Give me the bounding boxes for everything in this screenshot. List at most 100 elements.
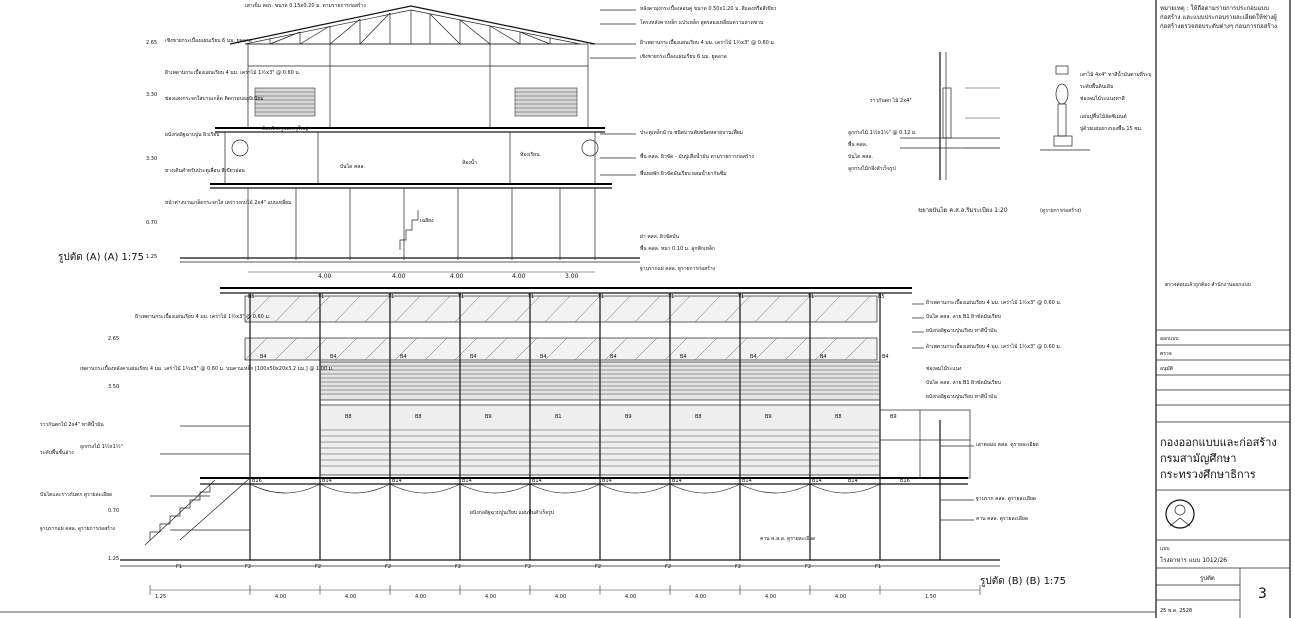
- elev-right-note-7: ผนังก่ออิฐฉาบปูนเรียบ ทาสีน้ำมัน: [926, 391, 997, 400]
- piers: [247, 188, 596, 260]
- bay-dim-11: 1.50: [925, 594, 936, 600]
- axis-1: F1: [176, 564, 182, 570]
- section-a: 4.00 4.00 4.00 4.00 3.00 ห้องพักครูและคร…: [58, 5, 640, 280]
- ministry-emblem-icon: [1165, 499, 1195, 529]
- beam-floor-8: B14: [742, 478, 752, 484]
- axis-8: F2: [665, 564, 671, 570]
- sheet-label: รูปตัด: [1200, 575, 1215, 582]
- beam-mid-1: B4: [260, 354, 267, 360]
- elev-right-note-2: บันได คสล. ลาย B1 ผิวขัดมันเรียบ: [926, 313, 1001, 320]
- plan-name: โรงอาหาร แบบ 1012/26: [1160, 556, 1227, 564]
- far-right-note-2: ระดับพื้นดินเดิม: [1080, 81, 1113, 90]
- elev-left-note-3: ราวกันตกไม้ 2x4" ทาสีน้ำมัน: [40, 419, 104, 428]
- beam-mid-3: B4: [400, 354, 407, 360]
- mid-note-2: พื้น คสล. หนา 0.10 ม. ลูกฟักเหล็ก: [640, 243, 715, 252]
- level-6: 2.65: [108, 336, 119, 342]
- level-5: 1.25: [146, 254, 157, 260]
- checker-label: ตรวจ: [1160, 351, 1172, 357]
- elev-left-note-7: ฐานรากแผ่ คสล. ดูรายการก่อสร้าง: [40, 525, 116, 532]
- level-9: 3.50: [108, 384, 119, 390]
- elevation-right-notes: ฝ้าเพดานกระเบื้องแผ่นเรียบ 4 มม. เคร่าไม…: [470, 297, 1062, 542]
- far-right-note-5: ปูด้วยแผ่นยางรองพื้น 15 ซม.: [1080, 123, 1143, 132]
- elev-right-note-8: เสาตอม่อ คสล. ดูรายละเอียด: [976, 441, 1039, 448]
- section-a-title: รูปตัด (A) (A) 1:75: [58, 252, 144, 263]
- beam-floor-7: B14: [672, 478, 682, 484]
- elev-right-note-5: ช่องลมไม้ระแนง: [926, 365, 962, 372]
- beam-mid-8: B4: [750, 354, 757, 360]
- bay-dim-5: 4.00: [485, 594, 496, 600]
- elev-left-note-1: ฝ้าเพดานกระเบื้องแผ่นเรียบ 4 มม. เคร่าไม…: [135, 311, 271, 320]
- axis-2: F2: [245, 564, 251, 570]
- upper-note-4: เชิงชายกระเบื้องแผ่นเรียบ 6 มม. ยูคอาล: [640, 51, 727, 60]
- left-note-5: ทางเดินสำหรับประตูเลื่อน สีเขียวอ่อน: [165, 167, 245, 174]
- left-note-6: หน้าต่างบานเกล็ดกระจกใส เคร่าวงกบไม้ 2x4…: [165, 198, 291, 206]
- beam-mid-6: B4: [610, 354, 617, 360]
- beam-mid-9: B4: [820, 354, 827, 360]
- beam-mid-10: B4: [882, 354, 889, 360]
- beam-low-3: B9: [485, 414, 492, 420]
- section-dim-4: 4.00: [512, 273, 526, 280]
- left-note-3: ช่องแสงกระจกใสบานเกล็ด ติดกรอบอลูมิเนียม: [165, 94, 264, 102]
- upper-note-1: หลังคามุงกระเบื้องลอนคู่ ขนาด 0.50x1.20 …: [640, 3, 777, 12]
- mid-note-1: ฝา คสล. ผิวขัดมัน: [640, 233, 680, 240]
- elev-right-note-9: ฐานราก คสล. ดูรายละเอียด: [976, 495, 1036, 502]
- elev-right-note-10: คาน คสล. ดูรายละเอียด: [976, 515, 1028, 522]
- section-b: 1.25 4.00 4.00 4.00 4.00 4.00 4.00 4.00 …: [108, 287, 1066, 600]
- detail-note-4: บันได คสล.: [848, 153, 873, 160]
- upper-note-7: พื้นหอพัก ผิวขัดมันเรียบ ผสมน้ำยากันซึม: [640, 168, 727, 177]
- hatch-band: [244, 295, 871, 361]
- section-b-title: รูปตัด (B) (B) 1:75: [980, 576, 1066, 587]
- left-note-1: เชิงชายกระเบื้องแผ่นเรียบ 6 มม. ยูคอาล: [165, 35, 252, 44]
- bay-dim-9: 4.00: [765, 594, 776, 600]
- approver-label: อนุมัติ: [1160, 365, 1173, 372]
- beam-mid-5: B4: [540, 354, 547, 360]
- roof-truss: [245, 10, 580, 45]
- elev-left-note-5: ลูกกรงไม้ 1½x1½": [80, 443, 123, 450]
- bay-dim-10: 4.00: [835, 594, 846, 600]
- roof-top-note: เสาเข็ม คอร. ขนาด 0.15x0.20 ม. ตามรายการ…: [245, 1, 366, 9]
- beam-mid-7: B4: [680, 354, 687, 360]
- designer-label: ออกแบบ: [1160, 336, 1179, 342]
- left-note-2: ฝ้าเพดานกระเบื้องแผ่นเรียบ 4 มม. เคร่าไม…: [165, 67, 301, 76]
- stair-detail: ราวกันตก ไม้ 2x4" ลูกกรงไม้ 1½x1½" @ 0.1…: [848, 52, 1151, 214]
- bottom-note-1: ผนังก่ออิฐฉาบปูนเรียบ แผ่นพื้นสำเร็จรูป: [470, 507, 554, 516]
- elev-right-note-4: ผ้าเพดานกระเบื้องแผ่นเรียบ 4 มม. เคร่าไม…: [926, 341, 1062, 350]
- detail-note-3: พื้น คสล.: [848, 139, 868, 148]
- detail-note: (ดูรายการก่อสร้าง): [1040, 207, 1081, 214]
- title-notes: หมายเหตุ : ให้ถือตามรายการประกอบแบบก่อสร…: [1160, 5, 1277, 30]
- upper-note-2: โครงหลังคาเหล็ก แปรเหล็ก สูตรสองเหลี่ยมค…: [640, 18, 764, 26]
- level-1: 2.65: [146, 40, 157, 46]
- louvers-left: [254, 87, 316, 117]
- axis-9: F2: [735, 564, 741, 570]
- axis-6: F2: [525, 564, 531, 570]
- stamp: ตรวจสอบแล้วถูกต้อง สำนักงานออกแบบ: [1165, 281, 1251, 288]
- left-note-4: ผนังก่ออิฐฉาบปูน ผิวเรียบ: [165, 131, 219, 138]
- stamp-text: ตรวจสอบแล้วถูกต้อง สำนักงานออกแบบ: [1165, 281, 1251, 288]
- axis-7: F2: [595, 564, 601, 570]
- beam-low-6: B8: [695, 414, 702, 420]
- beam-floor-5: B14: [532, 478, 542, 484]
- axis-10: F2: [805, 564, 811, 570]
- beam-top-3: T1: [387, 294, 394, 300]
- upper-note-5: ประตูเหล็กม้วน ชนิดบานพับชนิดหลายบานเฟี้…: [640, 127, 743, 136]
- bay-dim-8: 4.00: [695, 594, 706, 600]
- beam-low-5: B9: [625, 414, 632, 420]
- beam-low-1: B8: [345, 414, 352, 420]
- room-label-2: บันได คสล.: [340, 163, 365, 170]
- beam-top-6: T1: [597, 294, 604, 300]
- beam-top-4: T1: [457, 294, 464, 300]
- bay-dim-7: 4.00: [625, 594, 636, 600]
- bay-dim-6: 4.00: [555, 594, 566, 600]
- beam-top-1: B5: [248, 294, 255, 300]
- beam-floor-3: B14: [392, 478, 402, 484]
- detail-note-2: ลูกกรงไม้ 1½x1½" @ 0.12 ม.: [848, 129, 917, 136]
- mid-note-3: ฐานรากแผ่ คสล. ดูรายการก่อสร้าง: [640, 265, 716, 272]
- level-4: 0.70: [146, 220, 157, 226]
- detail-note-5: ลูกกรงไม้กลึงสำเร็จรูป: [848, 164, 896, 172]
- beam-low-2: B8: [415, 414, 422, 420]
- elev-right-note-6: บันได คสล. ลาย B1 ผิวขัดมันเรียบ: [926, 379, 1001, 386]
- far-right-note-4: แผ่นปูพื้นไม้อัดซีเมนต์: [1080, 111, 1127, 120]
- section-dim-5: 3.00: [565, 273, 579, 280]
- beam-low-9: B9: [890, 414, 897, 420]
